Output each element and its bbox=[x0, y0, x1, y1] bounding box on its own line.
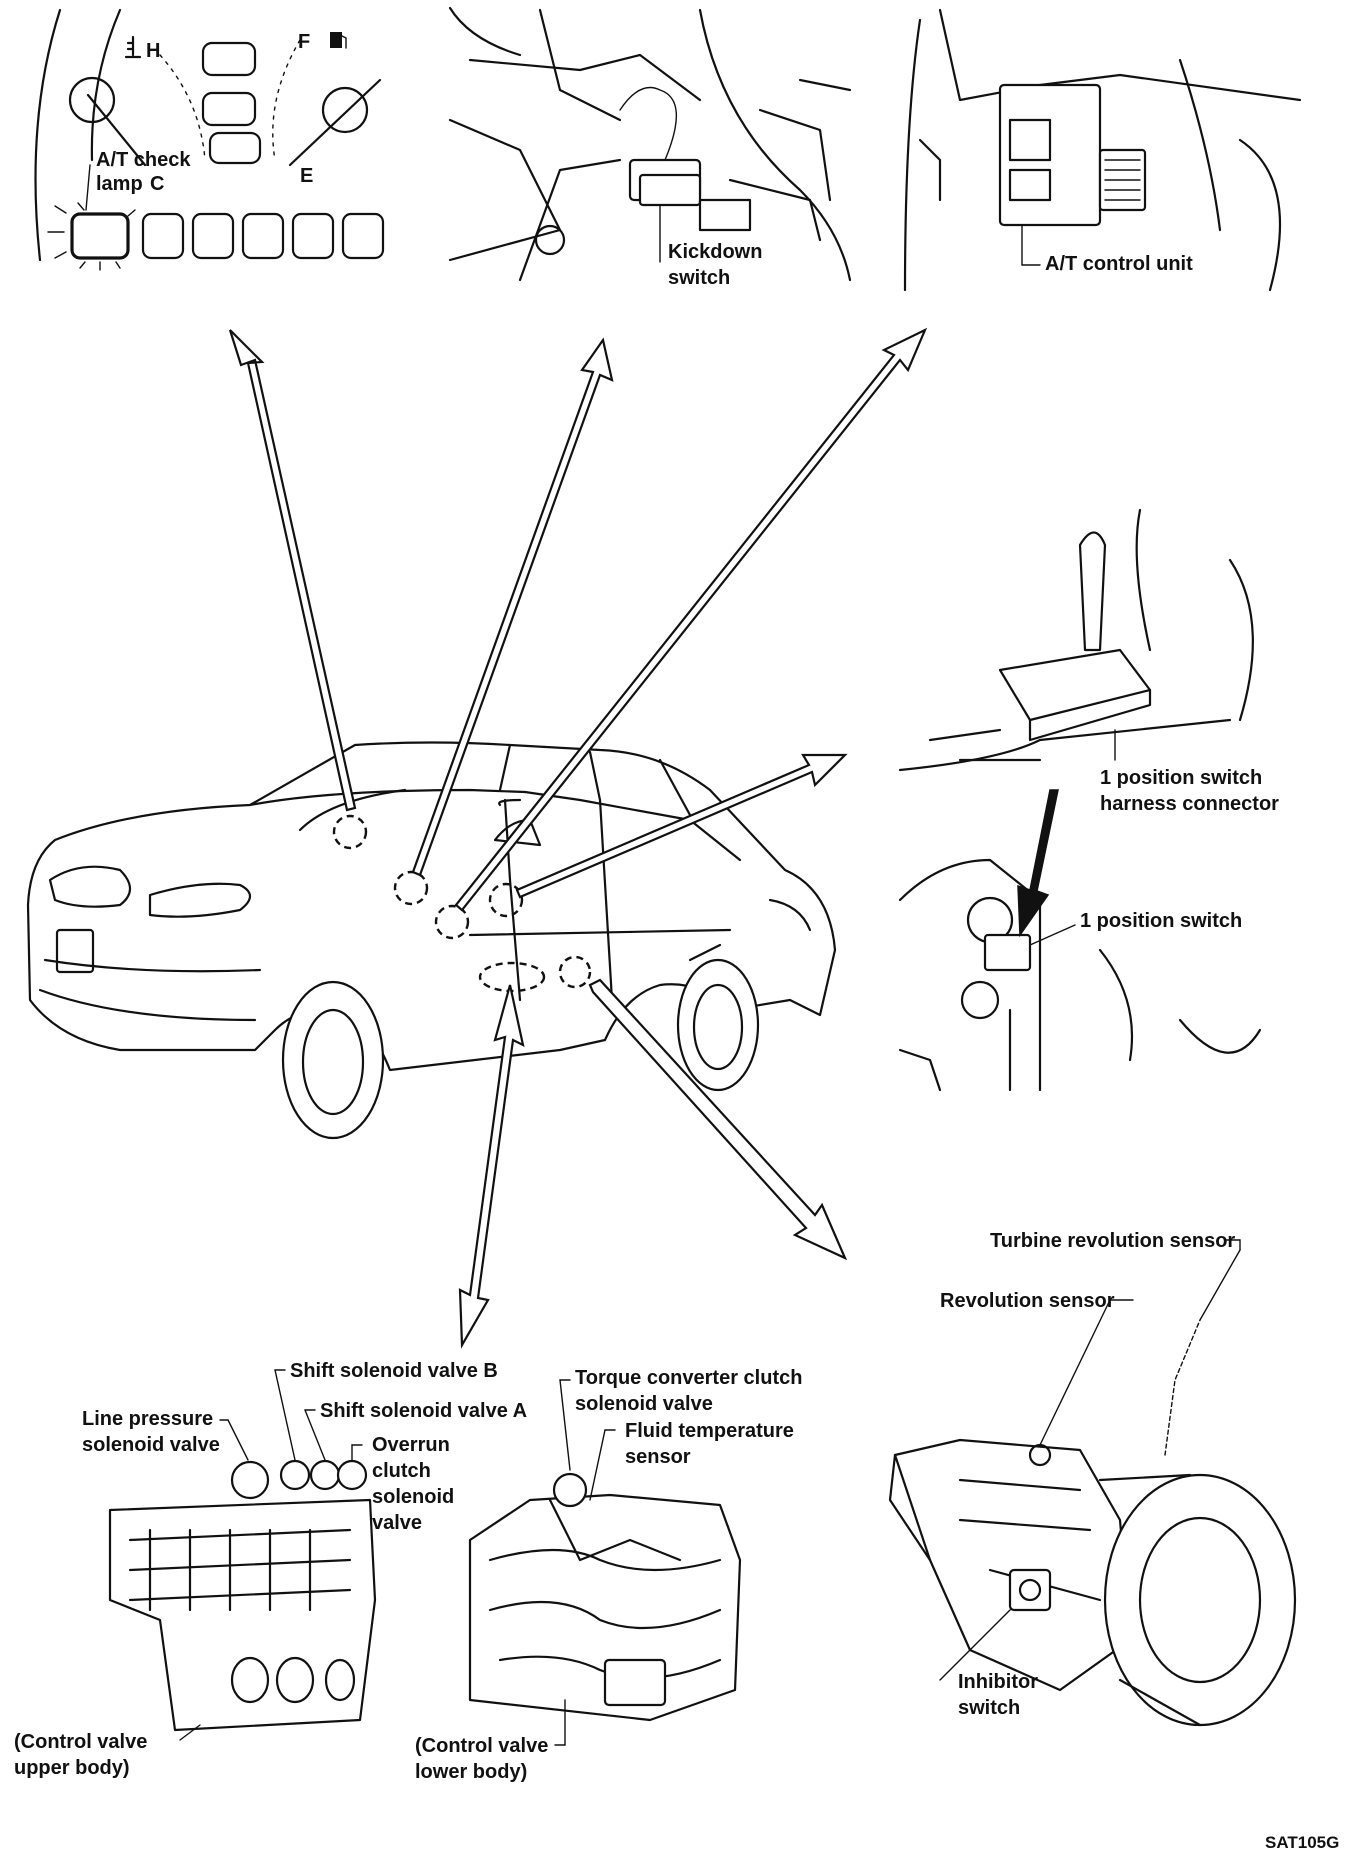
location-at-check-lamp bbox=[332, 814, 368, 850]
position-switch-label: 1 position switch bbox=[1080, 910, 1242, 932]
fluid-temperature-sensor-label: Fluid temperature sensor bbox=[625, 1420, 799, 1468]
temperature-icon bbox=[124, 35, 142, 59]
at-check-lamp-label: A/T check lamp bbox=[96, 149, 196, 195]
instrument-cluster-panel: H C F E A/T check lamp bbox=[34, 8, 385, 271]
arrow-to-kickdown bbox=[411, 337, 614, 877]
torque-converter-clutch-solenoid-label: Torque converter clutch solenoid valve bbox=[575, 1367, 808, 1415]
arrow-to-position-switch bbox=[515, 753, 848, 899]
warning-lamp-row bbox=[47, 202, 385, 271]
line-pressure-solenoid-label: Line pressure solenoid valve bbox=[82, 1408, 220, 1456]
figure-code: SAT105G bbox=[1265, 1833, 1339, 1852]
location-at-control-unit bbox=[434, 904, 470, 940]
arrow-to-cluster bbox=[228, 329, 357, 812]
arrow-to-control-unit bbox=[454, 327, 928, 912]
inhibitor-switch-label: Inhibitor switch bbox=[958, 1671, 1044, 1719]
gauge-f-label: F bbox=[298, 31, 310, 53]
location-kickdown-switch bbox=[393, 870, 429, 906]
car-illustration bbox=[26, 741, 837, 1140]
fuel-pump-icon bbox=[330, 32, 347, 49]
control-valve-lower-body: Torque converter clutch solenoid valve F… bbox=[415, 1367, 808, 1783]
gauge-h-label: H bbox=[146, 40, 160, 62]
gauge-c-label: C bbox=[150, 173, 164, 195]
position-switch-harness-label: 1 position switch harness connector bbox=[1100, 767, 1279, 815]
at-control-unit-panel: A/T control unit bbox=[903, 8, 1302, 292]
revolution-sensor-label: Revolution sensor bbox=[940, 1290, 1115, 1312]
at-control-unit-label: A/T control unit bbox=[1045, 253, 1193, 275]
turbine-revolution-sensor-label: Turbine revolution sensor bbox=[990, 1230, 1235, 1252]
shift-solenoid-b-label: Shift solenoid valve B bbox=[290, 1360, 498, 1382]
control-valve-upper-body: Line pressure solenoid valve Shift solen… bbox=[14, 1360, 527, 1779]
overrun-clutch-solenoid-label: Overrun clutch solenoid valve bbox=[372, 1434, 460, 1534]
fuel-gauge bbox=[272, 39, 382, 167]
shift-solenoid-a-label: Shift solenoid valve A bbox=[320, 1400, 527, 1422]
temperature-gauge bbox=[68, 54, 206, 167]
kickdown-switch-label: Kickdown switch bbox=[668, 241, 768, 289]
location-position-switch bbox=[488, 882, 524, 918]
kickdown-switch-panel: Kickdown switch bbox=[448, 6, 852, 289]
transmission-panel: Revolution sensor Turbine revolution sen… bbox=[888, 1230, 1297, 1727]
control-valve-lower-body-label: (Control valve lower body) bbox=[415, 1735, 554, 1783]
control-valve-upper-body-label: (Control valve upper body) bbox=[14, 1731, 153, 1779]
gauge-e-label: E bbox=[300, 165, 313, 187]
position-switch-arrow bbox=[1017, 789, 1059, 938]
arrow-to-transmission bbox=[588, 978, 848, 1261]
arrow-to-control-valve bbox=[458, 984, 525, 1349]
callout-arrows bbox=[228, 327, 928, 1349]
location-transmission bbox=[558, 955, 592, 989]
position-switch-panel: 1 position switch harness connector 1 po… bbox=[898, 508, 1279, 1092]
